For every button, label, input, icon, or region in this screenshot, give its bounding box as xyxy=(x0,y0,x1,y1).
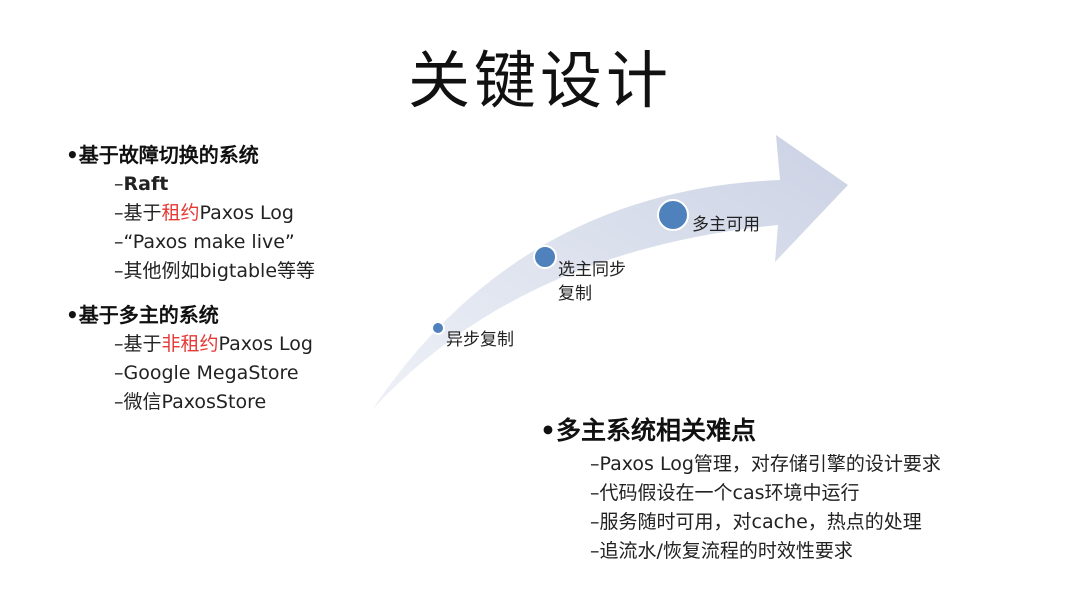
milestone-label-multi-master: 多主可用 xyxy=(692,213,760,237)
list-item: –Paxos Log管理，对存储引擎的设计要求 xyxy=(590,453,941,475)
milestone-label-line: 复制 xyxy=(558,284,592,304)
group-heading: •基于故障切换的系统 xyxy=(66,143,259,167)
milestone-dot xyxy=(657,199,689,231)
milestone-label-async: 异步复制 xyxy=(446,328,514,352)
list-item: –基于租约Paxos Log xyxy=(114,202,294,224)
milestone-dot xyxy=(431,321,445,335)
slide-title: 关键设计 xyxy=(407,44,672,117)
list-item: –基于非租约Paxos Log xyxy=(114,333,313,355)
list-item: –Raft xyxy=(114,173,169,195)
list-item: –Google MegaStore xyxy=(114,362,299,384)
multi-master-systems-group: •基于多主的系统 –基于非租约Paxos Log –Google MegaSto… xyxy=(66,300,396,417)
list-item: –其他例如bigtable等等 xyxy=(114,260,316,282)
failover-systems-group: •基于故障切换的系统 –Raft –基于租约Paxos Log –“Paxos … xyxy=(66,140,396,286)
list-item: –代码假设在一个cas环境中运行 xyxy=(590,482,860,504)
milestone-dot xyxy=(533,245,557,269)
list-item: –微信PaxosStore xyxy=(114,391,267,413)
milestone-label-line: 选主同步 xyxy=(558,260,626,280)
left-bullet-list: •基于故障切换的系统 –Raft –基于租约Paxos Log –“Paxos … xyxy=(66,140,396,431)
list-item: –追流水/恢复流程的时效性要求 xyxy=(590,540,853,562)
milestone-label-line: 多主可用 xyxy=(692,215,760,235)
list-item: –“Paxos make live” xyxy=(114,231,295,253)
group-heading: •基于多主的系统 xyxy=(66,303,219,327)
arrow-body xyxy=(372,135,848,410)
challenges-list: •多主系统相关难点 –Paxos Log管理，对存储引擎的设计要求 –代码假设在… xyxy=(540,412,1060,566)
milestone-label-line: 异步复制 xyxy=(446,330,514,350)
milestone-label-leader-sync: 选主同步 复制 xyxy=(558,258,626,306)
challenges-heading: •多主系统相关难点 xyxy=(540,416,756,445)
list-item: –服务随时可用，对cache，热点的处理 xyxy=(590,511,922,533)
